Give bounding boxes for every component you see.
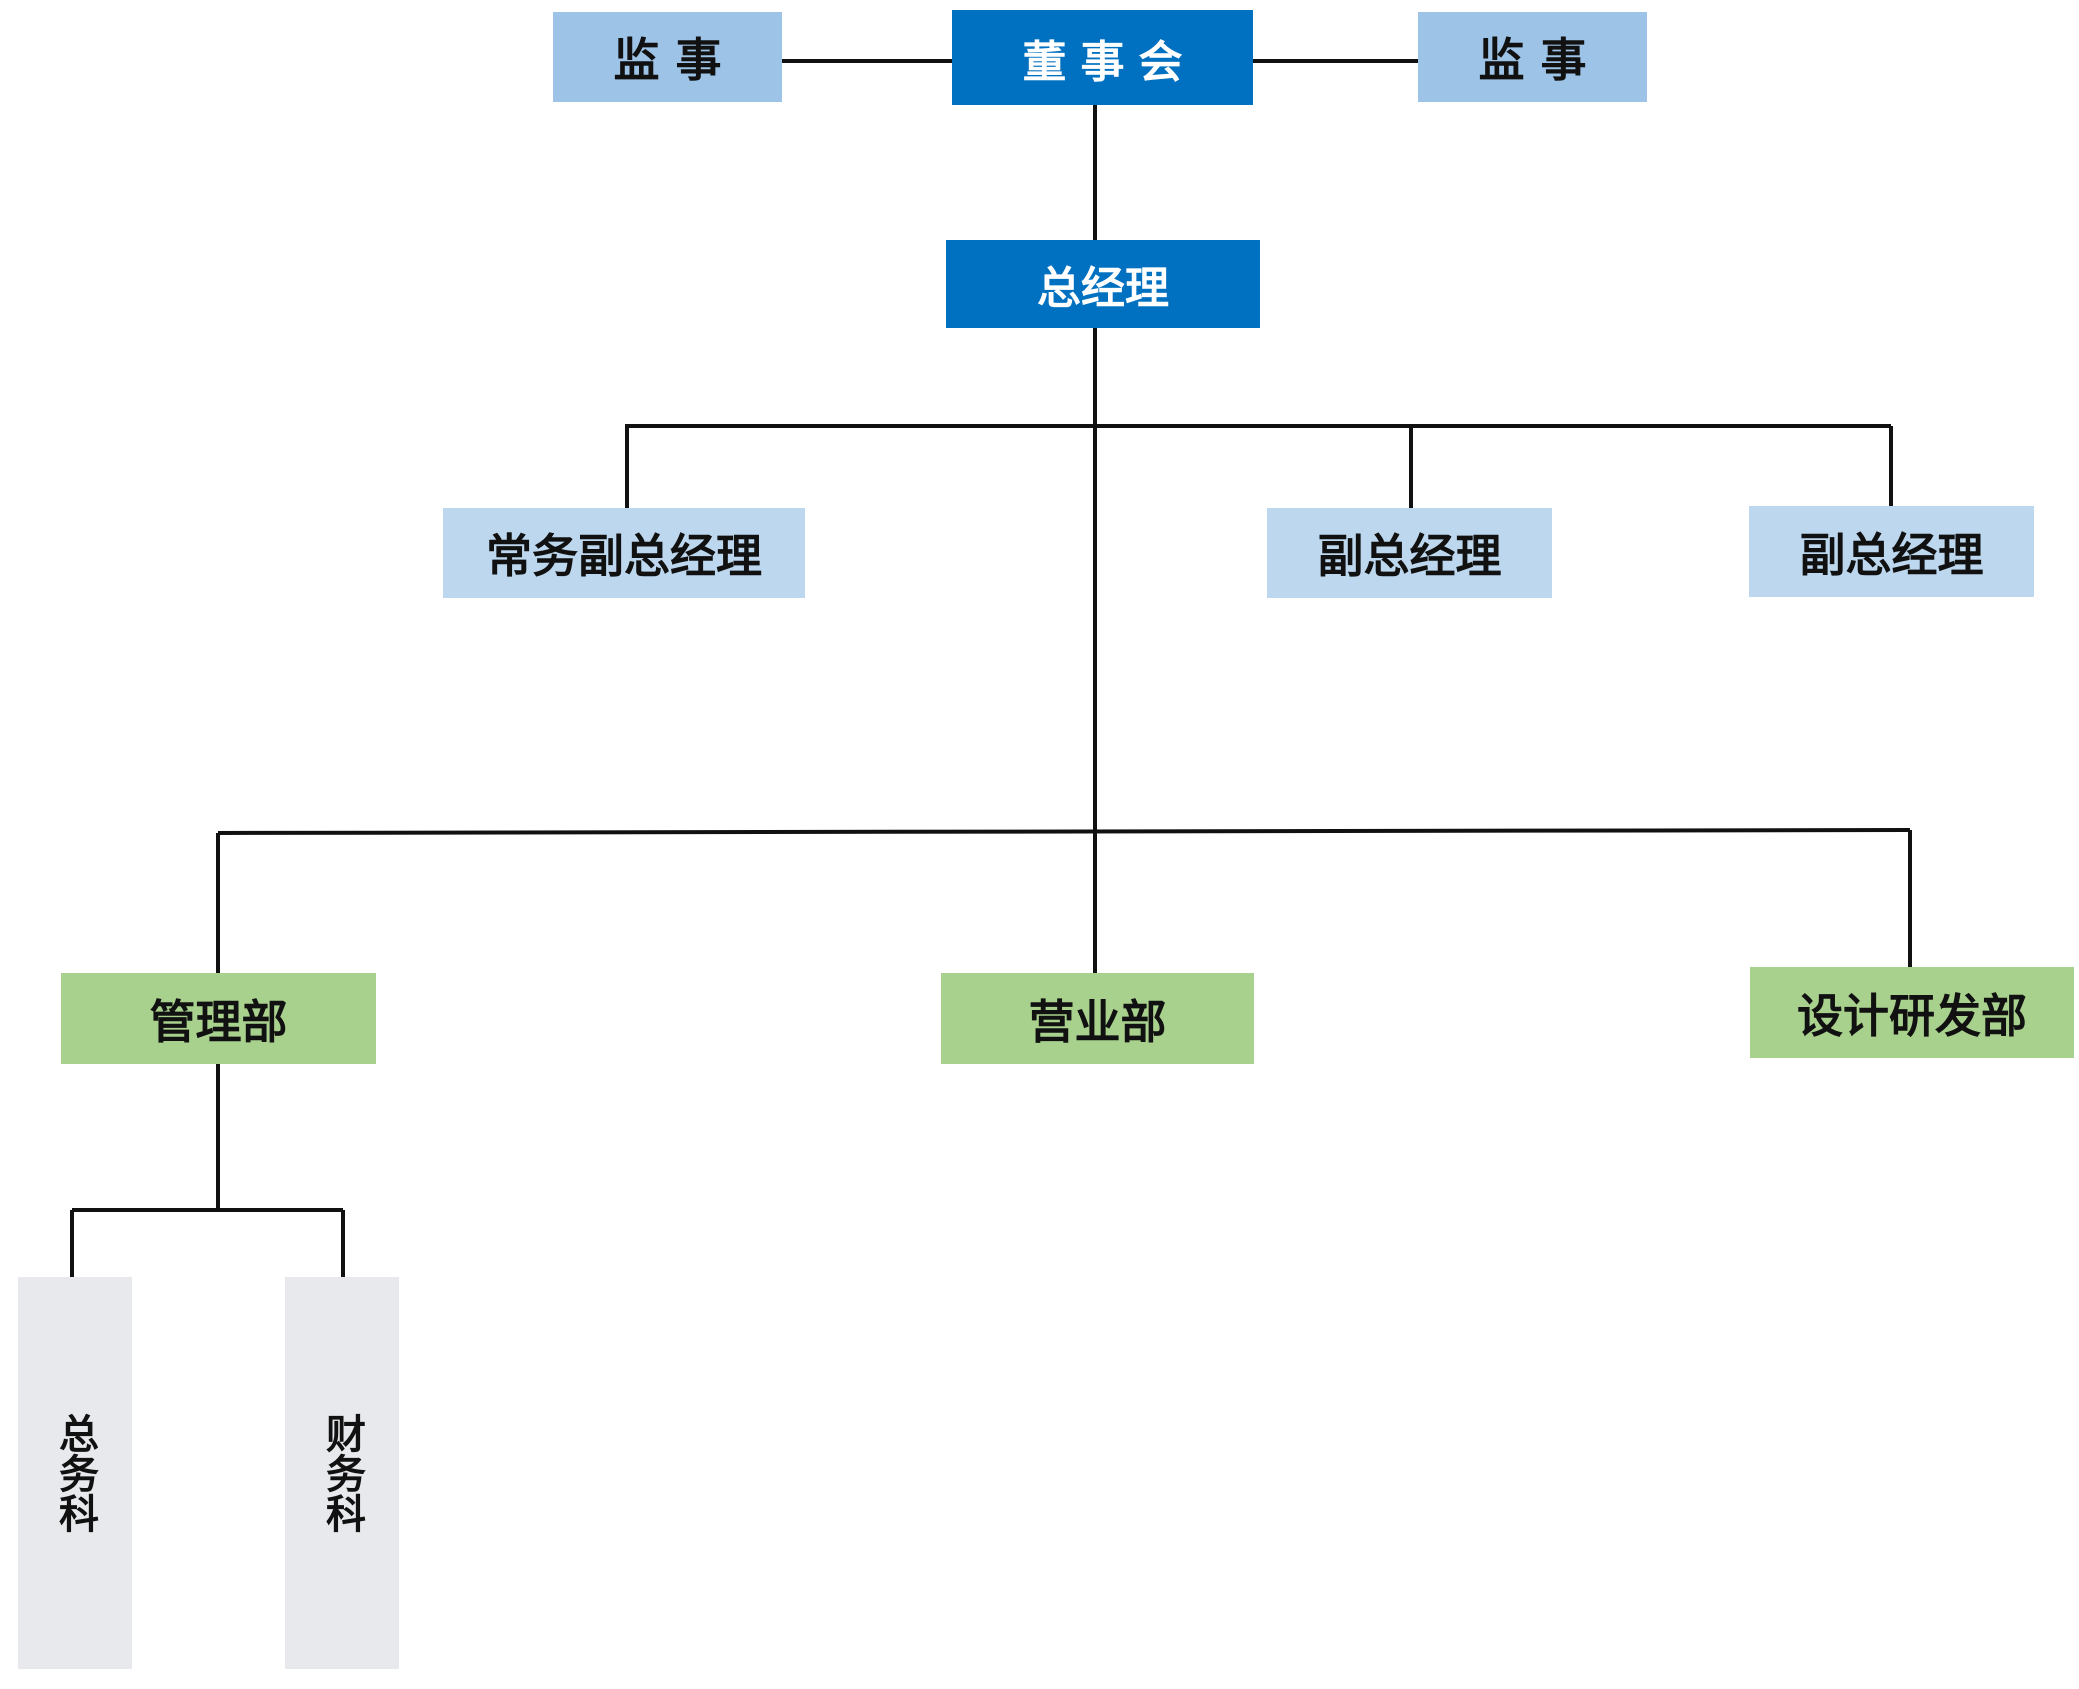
- node-finance[interactable]: 财务科: [285, 1277, 399, 1669]
- line-dept-bus: [217, 828, 1911, 835]
- node-general-manager[interactable]: 总经理: [946, 240, 1260, 328]
- node-sales-dept[interactable]: 营业部: [941, 973, 1254, 1064]
- node-exec-deputy-gm[interactable]: 常务副总经理: [443, 508, 805, 598]
- node-supervisor-left[interactable]: 监 事: [553, 12, 782, 102]
- node-supervisor-right[interactable]: 监 事: [1418, 12, 1647, 102]
- node-general-affairs[interactable]: 总务科: [18, 1277, 132, 1669]
- node-deputy-gm-1[interactable]: 副总经理: [1267, 508, 1552, 598]
- node-board[interactable]: 董事会: [952, 10, 1253, 105]
- node-deputy-gm-2[interactable]: 副总经理: [1749, 506, 2034, 597]
- node-rd-dept[interactable]: 设计研发部: [1750, 967, 2074, 1058]
- node-management-dept[interactable]: 管理部: [61, 973, 376, 1064]
